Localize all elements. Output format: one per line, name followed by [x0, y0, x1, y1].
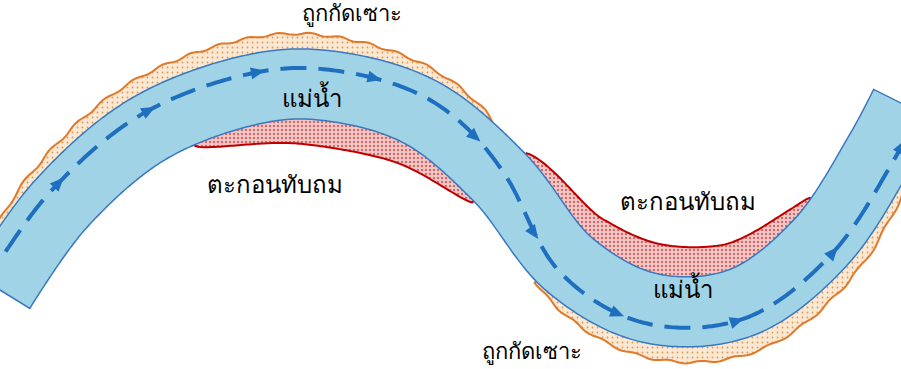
river-band: [0, 49, 901, 347]
flow-arrowhead: [609, 305, 627, 321]
flow-arrowhead: [250, 65, 266, 79]
flow-arrowhead: [729, 313, 746, 329]
erosion-label: ถูกกัดเซาะ: [482, 339, 582, 364]
flow-arrowhead: [366, 71, 383, 86]
flow-arrowhead: [140, 102, 158, 119]
erosion-label: ถูกกัดเซาะ: [302, 1, 402, 26]
flow-arrowhead: [824, 243, 842, 261]
river-label: แม่น้ำ: [282, 86, 342, 114]
deposition-label: ตะกอนทับถม: [620, 189, 756, 217]
flow-arrowhead: [525, 224, 543, 242]
flow-arrowhead: [893, 137, 901, 155]
river-label: แม่น้ำ: [653, 277, 713, 305]
deposition-label: ตะกอนทับถม: [207, 172, 343, 200]
flow-arrowhead: [50, 173, 68, 191]
flow-line: [6, 68, 901, 328]
flow-arrowhead: [466, 128, 484, 146]
